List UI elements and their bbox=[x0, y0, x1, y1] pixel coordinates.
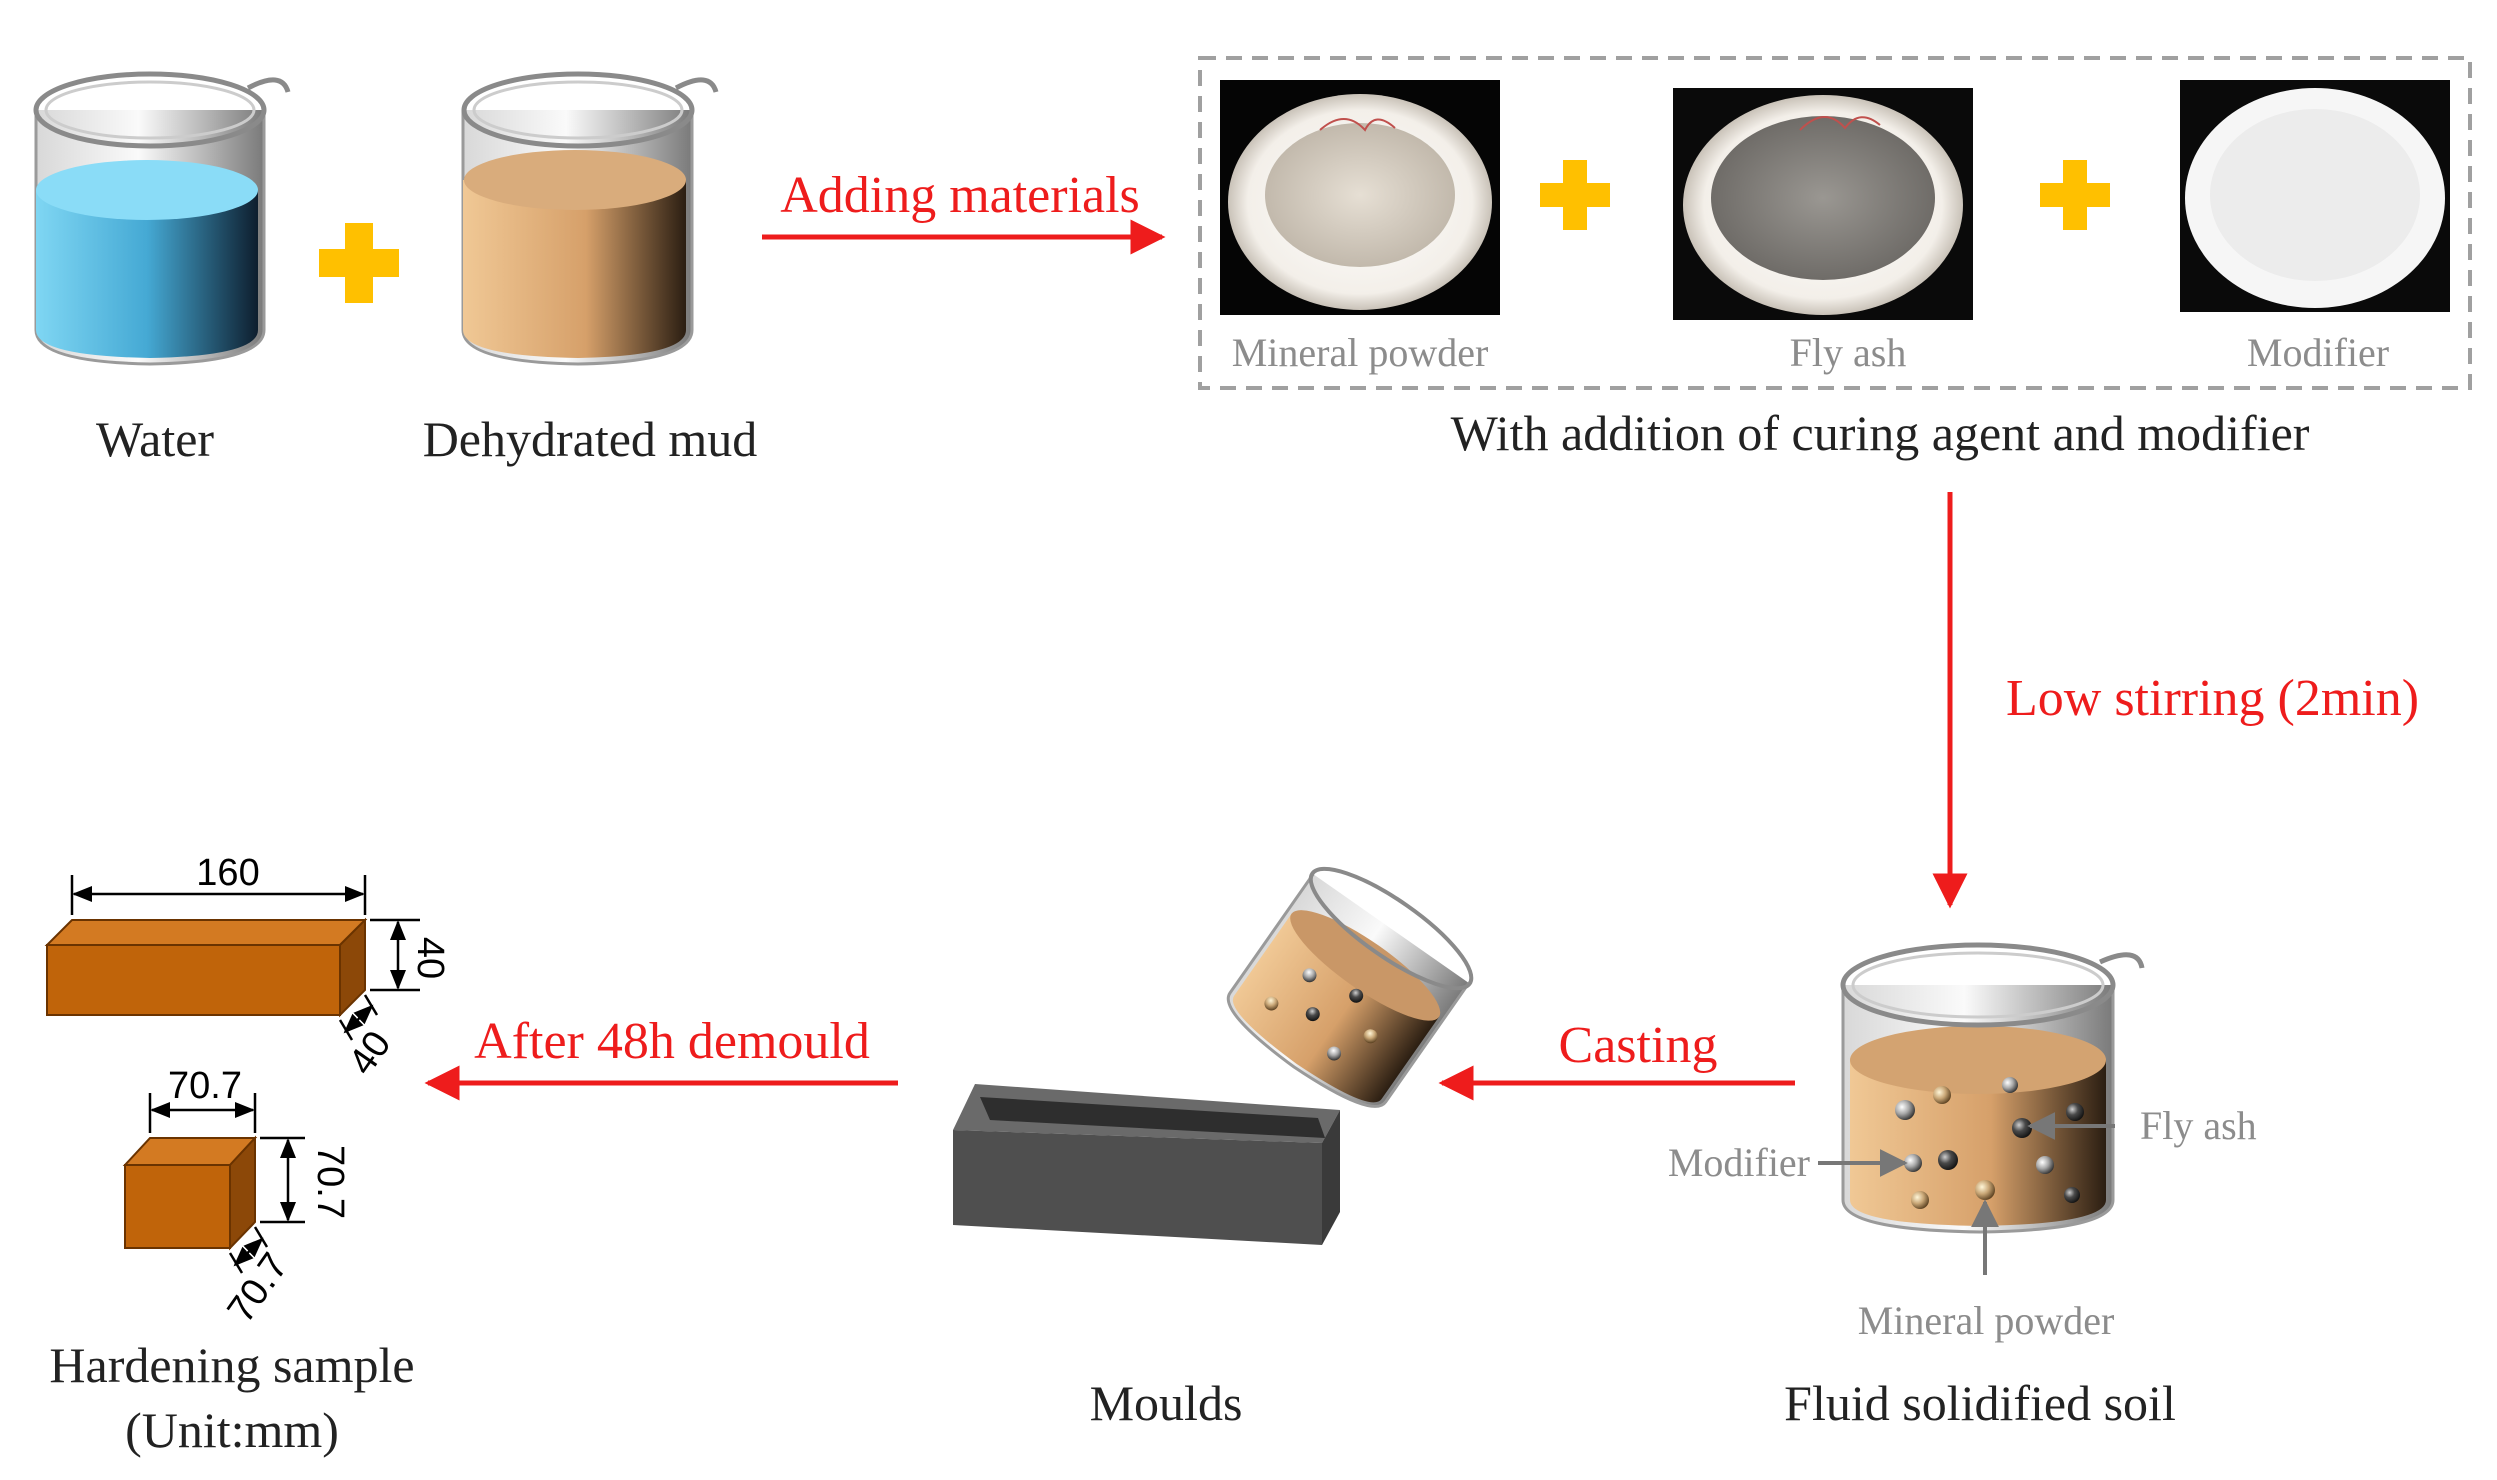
adding-label: Adding materials bbox=[780, 167, 1140, 224]
dim-160-label: 160 bbox=[196, 852, 259, 894]
mud-label: Dehydrated mud bbox=[423, 411, 758, 467]
dimension-lines bbox=[70, 875, 420, 1041]
dim-40-depth-label: 40 bbox=[341, 1024, 400, 1083]
cube-sample-icon bbox=[122, 1135, 258, 1251]
stirring-label: Low stirring (2min) bbox=[2006, 670, 2419, 727]
unit-caption: (Unit:mm) bbox=[125, 1402, 339, 1458]
demould-label: After 48h demould bbox=[474, 1013, 870, 1070]
mould-icon bbox=[953, 1084, 1340, 1245]
plus-icon bbox=[2040, 160, 2110, 230]
dim-707-height-label: 70.7 bbox=[309, 1145, 351, 1219]
water-beaker-icon bbox=[33, 71, 291, 366]
fluid-modifier-label: Modifier bbox=[1668, 1140, 1810, 1185]
mud-beaker-icon bbox=[461, 71, 719, 366]
fluid-caption: Fluid solidified soil bbox=[1784, 1375, 2176, 1431]
plus-icon bbox=[1540, 160, 1610, 230]
fly-ash-caption: Fly ash bbox=[1790, 330, 1907, 375]
modifier-caption: Modifier bbox=[2247, 330, 2389, 375]
mineral-powder-caption: Mineral powder bbox=[1232, 330, 1489, 375]
dim-40-label: 40 bbox=[409, 937, 451, 979]
curing-caption: With addition of curing agent and modifi… bbox=[1451, 405, 2310, 461]
pouring-beaker-icon bbox=[1226, 866, 1474, 1108]
fly-ash-photo bbox=[1673, 88, 1973, 320]
fluid-fly-ash-label: Fly ash bbox=[2140, 1103, 2257, 1148]
modifier-photo bbox=[2180, 80, 2450, 312]
prism-sample-icon bbox=[44, 917, 368, 1018]
fluid-mineral-label: Mineral powder bbox=[1858, 1298, 2115, 1343]
fluid-soil-beaker-icon bbox=[1840, 942, 2145, 1234]
cube-dimension-lines bbox=[148, 1093, 305, 1274]
dim-707-depth-label: 70.7 bbox=[220, 1246, 297, 1331]
dim-707-width-label: 70.7 bbox=[168, 1065, 242, 1107]
hardening-caption: Hardening sample bbox=[49, 1337, 414, 1393]
moulds-caption: Moulds bbox=[1090, 1375, 1243, 1431]
mineral-powder-photo bbox=[1220, 80, 1500, 315]
materials-box bbox=[1198, 56, 2472, 390]
plus-icon bbox=[319, 223, 399, 303]
casting-label: Casting bbox=[1559, 1017, 1718, 1074]
water-label: Water bbox=[96, 411, 214, 467]
